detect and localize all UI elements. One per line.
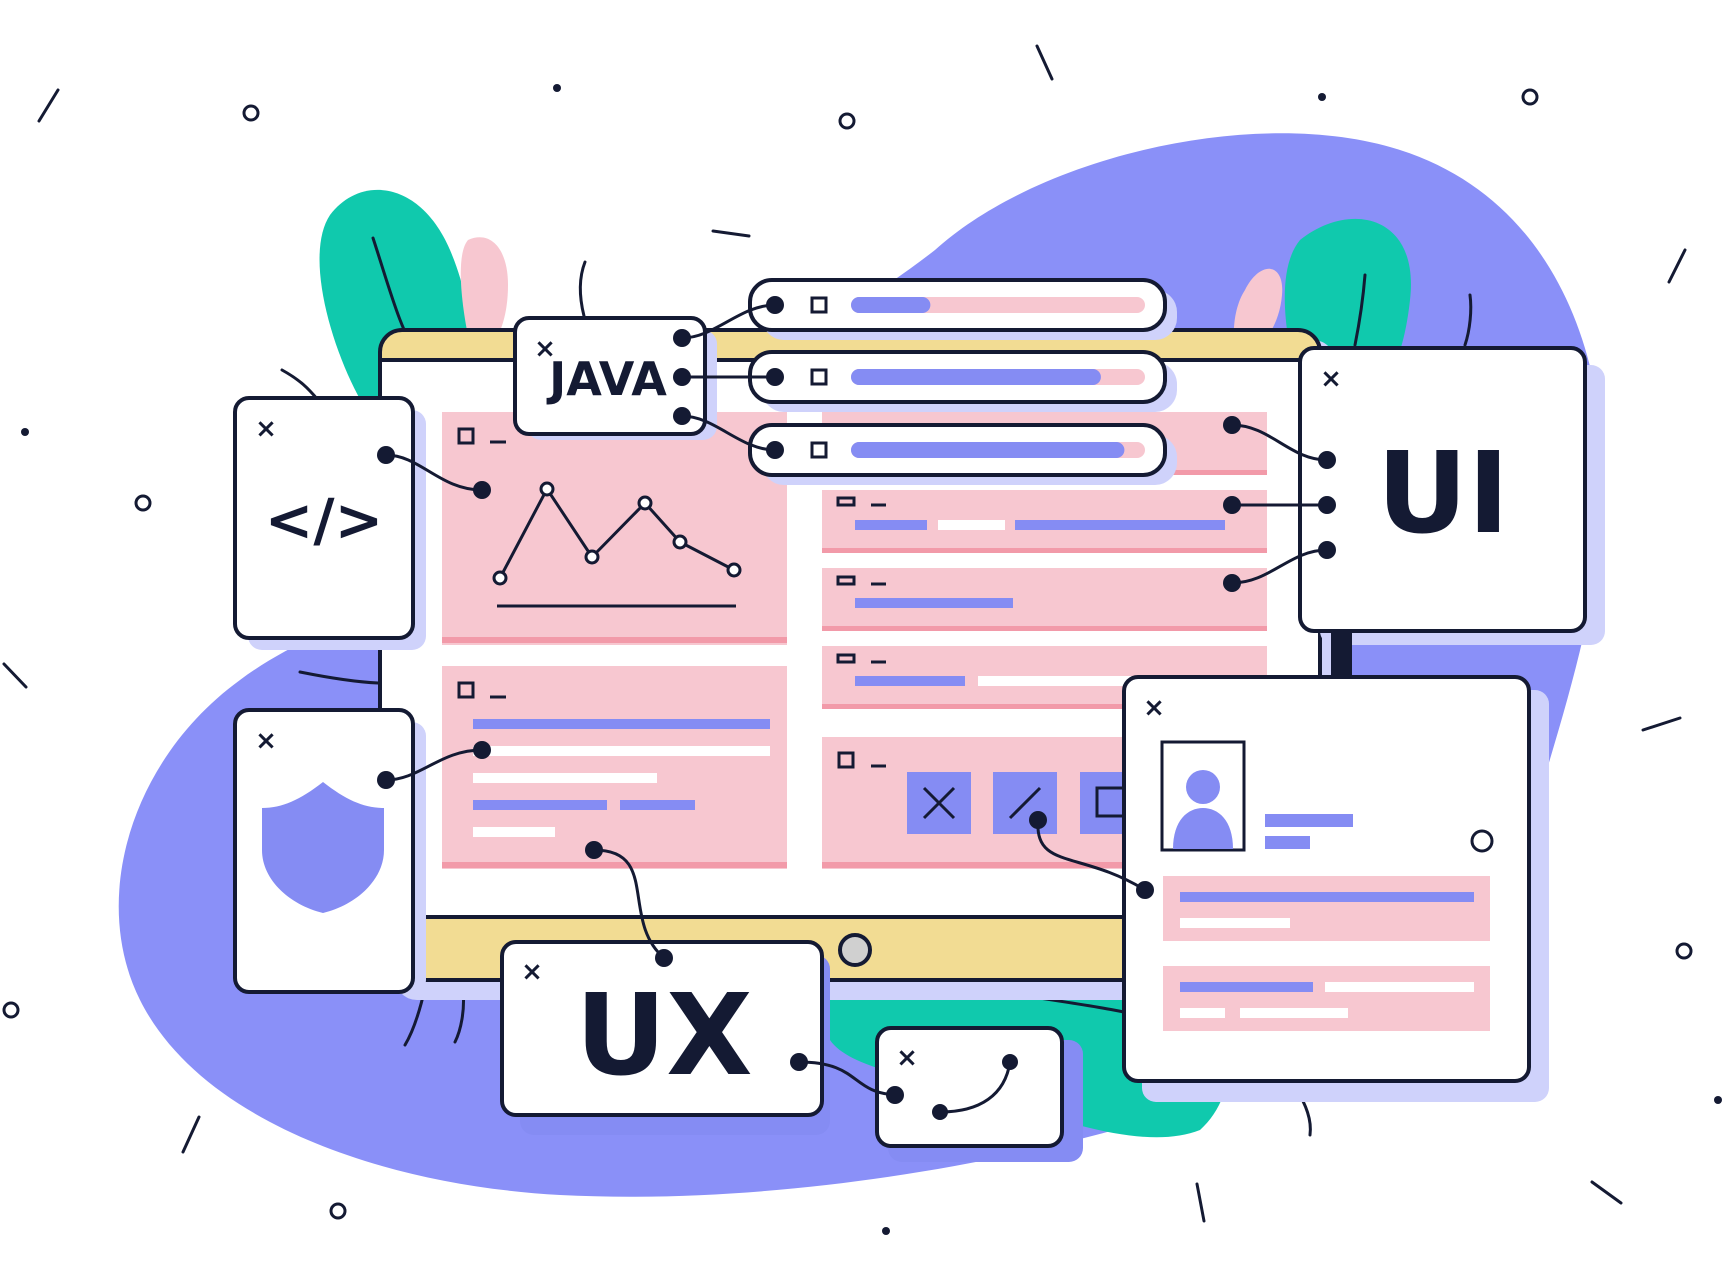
progress-bars [748, 278, 1177, 485]
ui-card[interactable]: × UI [1298, 346, 1605, 645]
pink-leaf-left [460, 237, 508, 345]
progress-fill [851, 297, 931, 313]
panel-checkbox[interactable] [457, 427, 475, 445]
close-icon[interactable]: × [896, 1043, 918, 1073]
java-card[interactable]: × JAVA [513, 316, 717, 440]
ui-label: UI [1377, 429, 1510, 559]
line-chart-icon [492, 481, 742, 608]
avatar-icon [1160, 740, 1246, 852]
close-icon[interactable]: × [255, 726, 277, 756]
java-label: JAVA [546, 352, 667, 406]
close-icon[interactable]: × [521, 957, 543, 987]
pill-checkbox[interactable] [810, 441, 828, 459]
decorative-dots [21, 84, 1722, 1235]
shield-card[interactable]: × [233, 708, 426, 994]
close-icon[interactable]: × [534, 334, 556, 364]
panel-checkbox[interactable] [457, 681, 475, 699]
ui-card-stand [1331, 631, 1352, 681]
curve-card[interactable]: × [875, 1026, 1083, 1162]
close-icon[interactable]: × [1143, 693, 1165, 723]
chart-panel [442, 412, 787, 645]
progress-fill [851, 442, 1125, 458]
ux-label: UX [575, 971, 752, 1101]
profile-card[interactable]: × [1122, 675, 1549, 1102]
connector-dots [377, 296, 1336, 1104]
code-card[interactable]: × </> [233, 396, 426, 650]
code-label: </> [265, 486, 383, 554]
shield-icon [262, 782, 384, 913]
close-icon[interactable]: × [255, 414, 277, 444]
pill-checkbox[interactable] [810, 368, 828, 386]
ux-card[interactable]: × UX [500, 940, 830, 1135]
connector-wires [385, 303, 1328, 1097]
decorative-marks [2, 44, 1693, 1223]
bezier-curve-icon [939, 1061, 1012, 1114]
home-button[interactable] [838, 933, 872, 967]
progress-bar-pill [748, 278, 1177, 340]
progress-bar-pill [748, 350, 1177, 412]
pen-tool-button[interactable] [993, 772, 1057, 834]
close-tool-button[interactable] [907, 772, 971, 834]
text-panel [442, 666, 787, 869]
pill-checkbox[interactable] [810, 296, 828, 314]
close-icon[interactable]: × [1320, 364, 1342, 394]
progress-bar-pill [748, 423, 1177, 485]
profile-radio[interactable] [1470, 829, 1494, 853]
progress-fill [851, 369, 1101, 385]
panel-checkbox[interactable] [837, 751, 855, 769]
shape-tool-button[interactable] [1080, 772, 1130, 834]
